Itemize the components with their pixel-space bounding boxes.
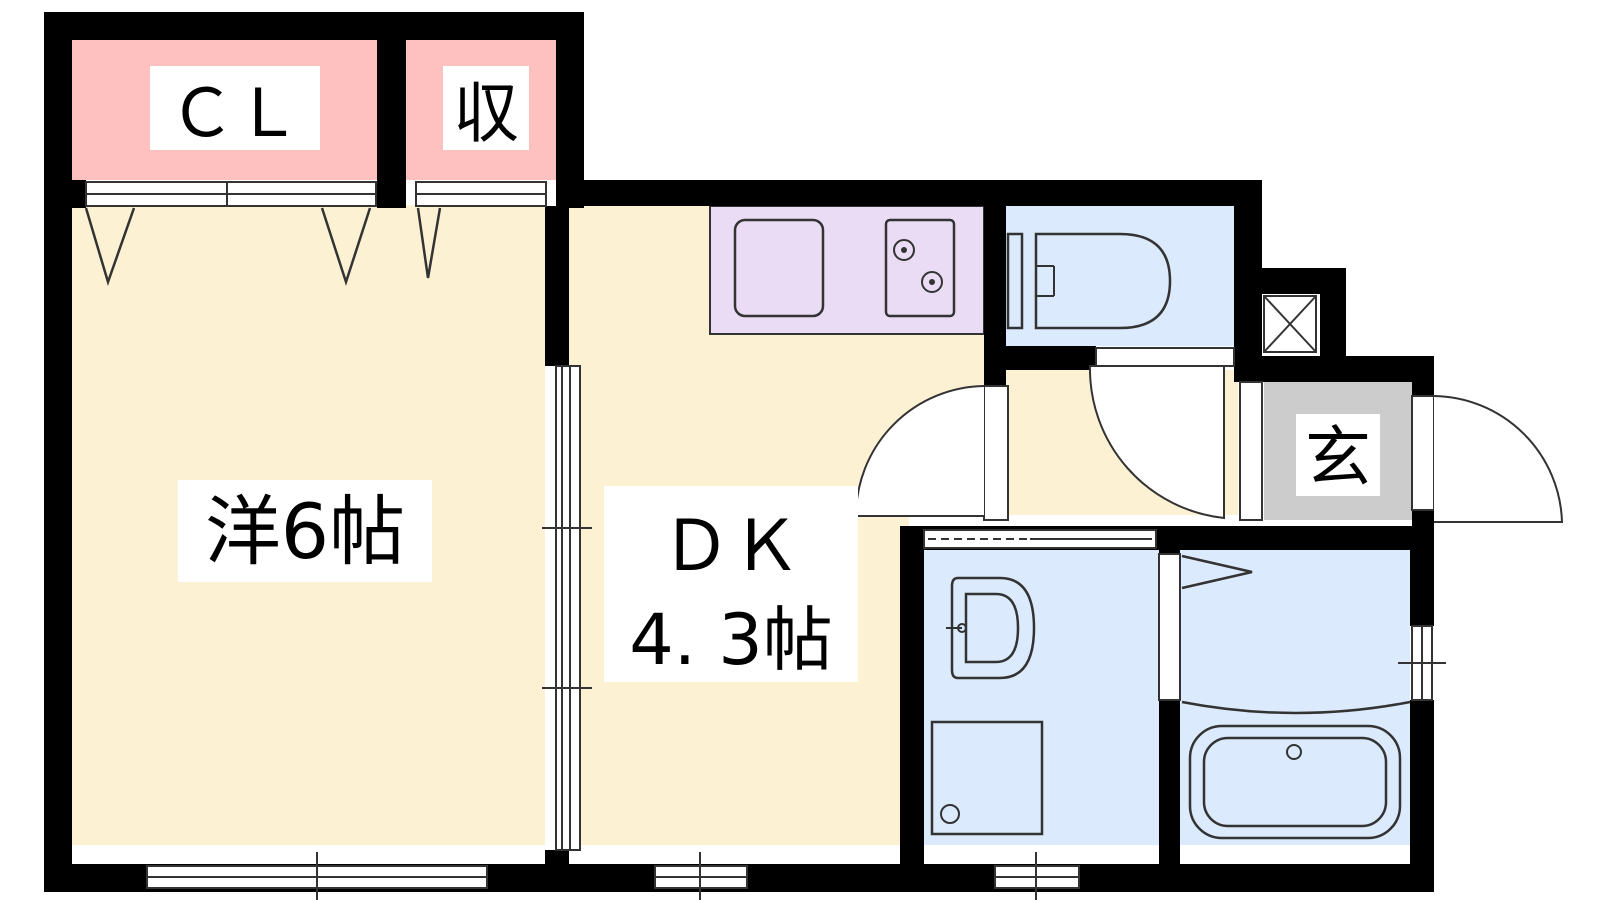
walls (44, 12, 1434, 892)
kitchen-fixtures (733, 218, 956, 318)
bathroom-fixtures (1158, 553, 1411, 840)
wall-partition-a (545, 206, 569, 366)
labels: ＣＬ 収 洋6帖 ＤＫ 4. 3帖 玄 (150, 66, 1380, 682)
toilet-door-frame (1095, 347, 1235, 367)
sliding-door-partition (555, 365, 581, 851)
dk-label-bg (604, 486, 858, 682)
dk-label-line2: 4. 3帖 (629, 599, 833, 681)
pipe-space (1263, 295, 1317, 353)
closet-label: ＣＬ (169, 75, 301, 152)
wall-wash-bath-lower (1159, 700, 1180, 892)
wall-wash-bath (1159, 526, 1180, 554)
wall-entrance-right (1412, 356, 1434, 396)
dk-label-line1: ＤＫ (661, 505, 801, 587)
wall-top-dk (556, 180, 1262, 206)
bath-door-swing (1181, 554, 1253, 590)
wall-entrance-right-lower (1412, 510, 1434, 550)
sink-icon (733, 218, 825, 318)
wall-closet-bottom-a (72, 180, 86, 208)
closet-folding-doors (84, 207, 442, 287)
burner-icon (893, 239, 915, 261)
wall-toilet-left (984, 206, 1006, 406)
bathtub-icon (1188, 724, 1402, 840)
wall-top-closet (44, 12, 584, 40)
windows (85, 181, 1446, 900)
wall-bath-right-lower (1410, 700, 1434, 892)
entrance-side-frame (1239, 381, 1263, 521)
closet-label-bg (150, 66, 320, 150)
washroom-fixtures (923, 529, 1157, 836)
toilet-icon (1006, 232, 1172, 330)
entrance-label-bg (1296, 414, 1380, 496)
dk-door-frame (983, 385, 1009, 521)
wall-wet-left (900, 526, 924, 892)
stove-icon (884, 218, 956, 318)
wall-storage-right (556, 12, 584, 208)
toilet-room-floor (1006, 206, 1234, 346)
toilet-door-swing (1088, 365, 1225, 520)
washing-machine-space (930, 720, 1044, 836)
western-room-label: 洋6帖 (205, 487, 405, 576)
wall-closet-divider (377, 40, 406, 208)
bathroom-floor (1180, 550, 1410, 845)
storage-label-bg (443, 66, 529, 150)
wall-entrance-top (1234, 356, 1434, 382)
entrance-door-swing (1433, 395, 1564, 523)
washbasin-icon (950, 576, 1036, 680)
bath-door-frame (1158, 553, 1181, 701)
entrance-label: 玄 (1305, 419, 1371, 496)
wall-left (44, 12, 72, 892)
western-label-bg (178, 480, 432, 582)
drain-icon (940, 804, 960, 824)
storage-label: 収 (453, 75, 519, 152)
wall-toilet-bottom (1006, 346, 1096, 370)
entrance-door-frame (1411, 395, 1435, 511)
burner-icon (921, 271, 943, 293)
